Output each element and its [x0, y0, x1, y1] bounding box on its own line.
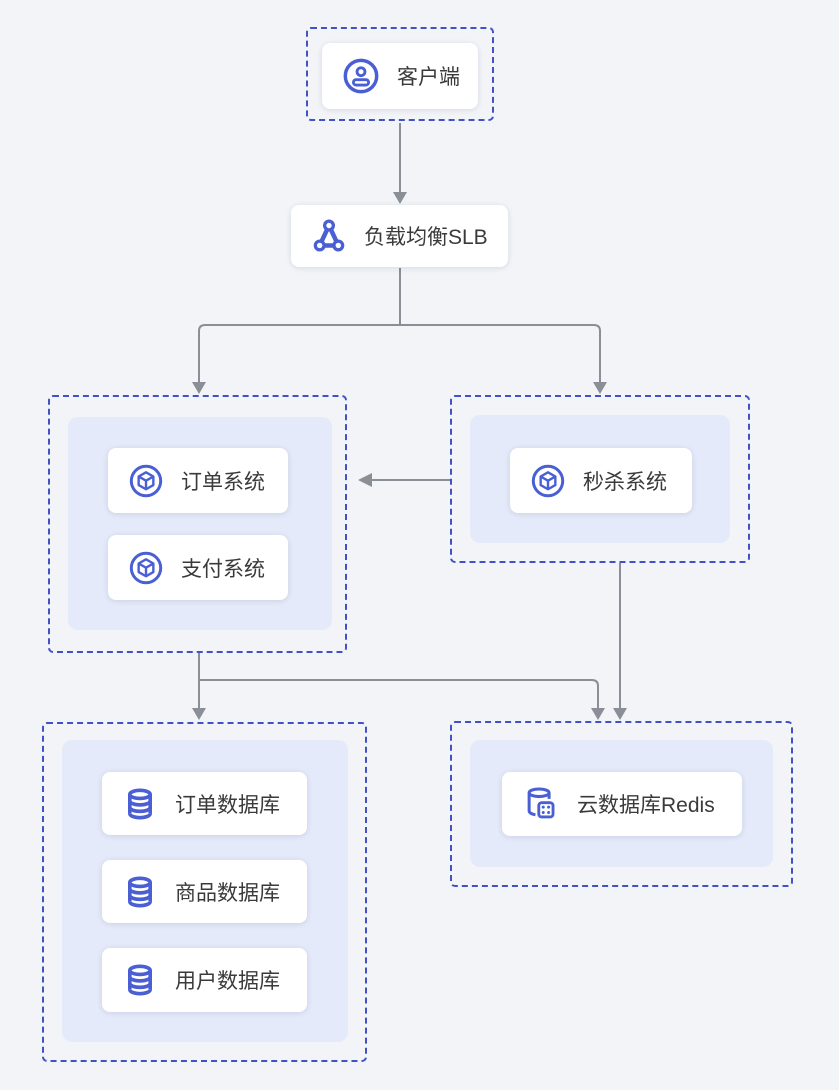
connector-slb-systems	[198, 324, 400, 382]
connector-systems-redis	[199, 679, 599, 708]
arrowhead-systems-redis	[591, 708, 605, 720]
order-system-label: 订单系统	[181, 470, 265, 494]
payment-system-node: 支付系统	[108, 535, 288, 600]
arrowhead-client-slb	[393, 192, 407, 204]
database-group	[42, 722, 367, 1062]
slb-node: 负载均衡SLB	[291, 205, 508, 267]
redis-label: 云数据库Redis	[577, 794, 715, 817]
database-icon	[127, 964, 153, 996]
redis-group	[450, 721, 793, 887]
seckill-system-node: 秒杀系统	[510, 448, 692, 513]
client-node: 客户端	[322, 43, 478, 109]
user-database-label: 用户数据库	[175, 970, 280, 993]
product-database-node: 商品数据库	[102, 860, 307, 923]
database-icon	[127, 876, 153, 907]
arrowhead-slb-systems	[192, 382, 206, 394]
arrowhead-seckill-systems	[358, 473, 372, 487]
arrowhead-seckill-redis	[613, 708, 627, 720]
seckill-group	[450, 395, 750, 563]
connector-slb-seckill	[400, 324, 601, 382]
load-balancer-icon	[313, 219, 345, 252]
systems-group	[48, 395, 347, 653]
client-label: 客户端	[397, 66, 460, 89]
cube-icon	[129, 551, 163, 584]
client-group	[306, 27, 494, 121]
order-database-node: 订单数据库	[102, 772, 307, 835]
redis-node: 云数据库Redis	[502, 772, 742, 836]
payment-system-label: 支付系统	[181, 557, 265, 581]
user-icon	[343, 58, 379, 94]
product-database-label: 商品数据库	[175, 881, 280, 905]
arrowhead-systems-db	[192, 708, 206, 720]
cube-icon	[531, 464, 565, 497]
cloud-database-icon	[527, 787, 555, 819]
arrowhead-slb-seckill	[593, 382, 607, 394]
cube-icon	[129, 464, 163, 497]
database-icon	[127, 788, 153, 819]
order-system-node: 订单系统	[108, 448, 288, 513]
order-database-label: 订单数据库	[175, 793, 280, 817]
slb-label: 负载均衡SLB	[364, 226, 488, 249]
seckill-system-label: 秒杀系统	[583, 470, 667, 494]
user-database-node: 用户数据库	[102, 948, 307, 1012]
